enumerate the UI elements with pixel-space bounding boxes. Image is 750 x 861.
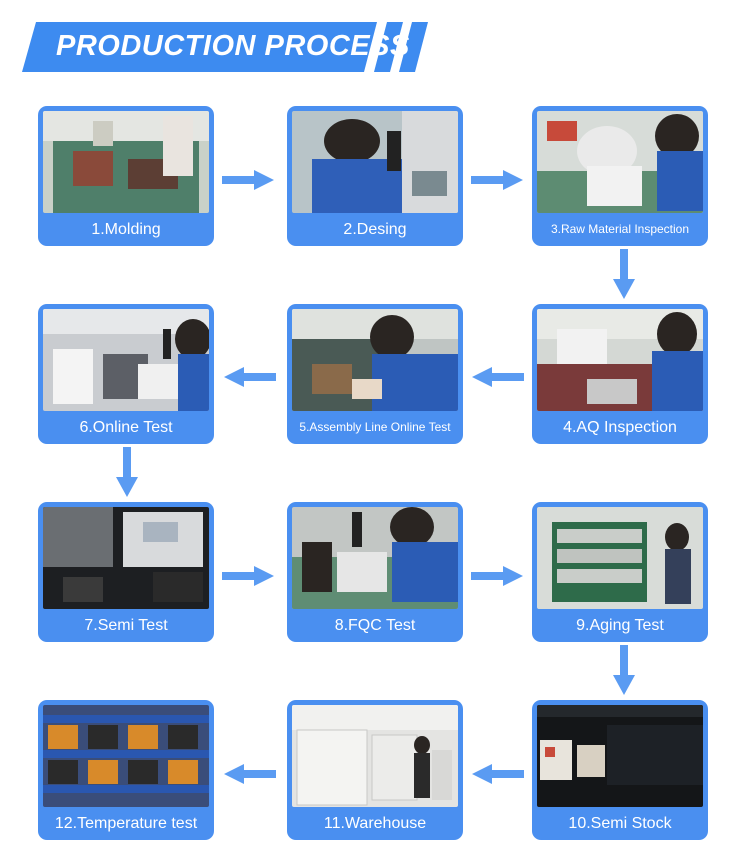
step-label: 8.FQC Test — [334, 617, 416, 634]
step-photo-aq-inspection — [537, 309, 703, 411]
step-card-desing: 2.Desing — [287, 106, 463, 246]
step-photo-semi-stock — [537, 705, 703, 807]
step-photo-warehouse — [292, 705, 458, 807]
step-photo-molding — [43, 111, 209, 213]
step-label: 3.Raw Material Inspection — [550, 222, 690, 236]
step-card-aging-test: 9.Aging Test — [532, 502, 708, 642]
step-card-semi-test: 7.Semi Test — [38, 502, 214, 642]
step-photo-semi-test — [43, 507, 209, 609]
arrow-down-icon — [613, 249, 635, 299]
arrow-left-icon — [472, 764, 524, 784]
arrow-right-icon — [222, 170, 274, 190]
arrow-right-icon — [222, 566, 274, 586]
arrow-down-icon — [613, 645, 635, 695]
step-card-molding: 1.Molding — [38, 106, 214, 246]
step-card-warehouse: 11.Warehouse — [287, 700, 463, 840]
step-label: 4.AQ Inspection — [563, 419, 677, 436]
step-label: 11.Warehouse — [323, 815, 427, 832]
step-photo-fqc-test — [292, 507, 458, 609]
step-photo-online-test — [43, 309, 209, 411]
header-banner: PRODUCTION PROCESS — [22, 22, 432, 72]
step-card-fqc-test: 8.FQC Test — [287, 502, 463, 642]
step-label: 10.Semi Stock — [568, 815, 672, 832]
step-label: 5.Assembly Line Online Test — [299, 420, 451, 434]
step-label: 1.Molding — [91, 221, 161, 238]
step-card-online-test: 6.Online Test — [38, 304, 214, 444]
step-card-aq-inspection: 4.AQ Inspection — [532, 304, 708, 444]
step-label: 9.Aging Test — [576, 617, 664, 634]
step-card-raw-material-inspection: 3.Raw Material Inspection — [532, 106, 708, 246]
arrow-left-icon — [472, 367, 524, 387]
banner-shape — [22, 22, 428, 72]
step-card-temperature-test: 12.Temperature test — [38, 700, 214, 840]
step-label: 2.Desing — [343, 221, 407, 238]
step-photo-desing — [292, 111, 458, 213]
arrow-left-icon — [224, 367, 276, 387]
step-card-semi-stock: 10.Semi Stock — [532, 700, 708, 840]
step-photo-raw-material-inspection — [537, 111, 703, 213]
page-title: PRODUCTION PROCESS — [56, 30, 410, 62]
step-label: 12.Temperature test — [54, 815, 198, 832]
arrow-down-icon — [116, 447, 138, 497]
arrow-left-icon — [224, 764, 276, 784]
step-label: 6.Online Test — [79, 419, 173, 436]
step-label: 7.Semi Test — [84, 617, 168, 634]
arrow-right-icon — [471, 566, 523, 586]
arrow-right-icon — [471, 170, 523, 190]
step-photo-temperature-test — [43, 705, 209, 807]
step-card-assembly-line-online-test: 5.Assembly Line Online Test — [287, 304, 463, 444]
step-photo-aging-test — [537, 507, 703, 609]
step-photo-assembly-line-online-test — [292, 309, 458, 411]
